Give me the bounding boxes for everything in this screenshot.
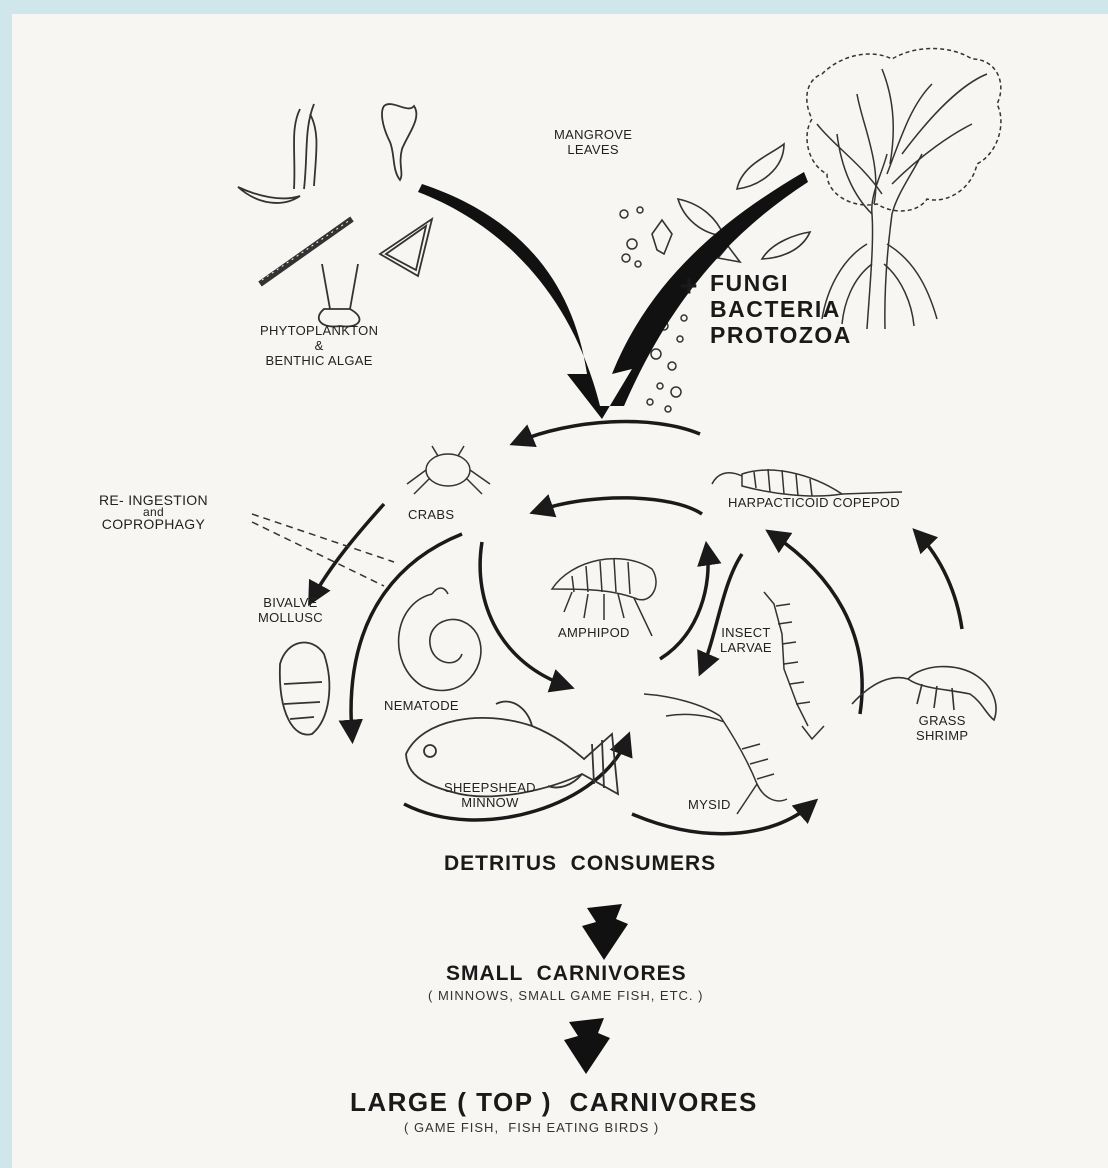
large-carnivores-examples: ( GAME FISH, FISH EATING BIRDS ) <box>404 1121 659 1136</box>
insect-larvae-label: INSECT LARVAE <box>720 626 772 656</box>
shrimp-sketch <box>852 667 996 720</box>
phytoplankton-label: PHYTOPLANKTON & BENTHIC ALGAE <box>260 324 378 369</box>
amphipod-label: AMPHIPOD <box>558 626 630 641</box>
small-carnivores-label: SMALL CARNIVORES <box>446 962 687 986</box>
crab-sketch <box>407 446 490 494</box>
plus-sign: + <box>680 270 698 304</box>
large-carnivores-label: LARGE ( TOP ) CARNIVORES <box>350 1088 758 1118</box>
cycle-arrows <box>312 422 962 834</box>
reingestion-label: RE- INGESTION and COPROPHAGY <box>99 494 208 530</box>
phytoplankton-sketches <box>238 104 432 327</box>
detritus-consumers-label: DETRITUS CONSUMERS <box>444 852 716 876</box>
sheepshead-minnow-label: SHEEPSHEAD MINNOW <box>444 781 536 811</box>
trophic-arrow-1 <box>582 904 628 960</box>
decomposers-label: FUNGI BACTERIA PROTOZOA <box>710 270 852 348</box>
mysid-sketch <box>644 694 787 814</box>
small-carnivores-examples: ( MINNOWS, SMALL GAME FISH, ETC. ) <box>428 989 703 1004</box>
diagram-paper: PHYTOPLANKTON & BENTHIC ALGAE MANGROVE L… <box>12 14 1108 1168</box>
grass-shrimp-label: GRASS SHRIMP <box>916 714 968 744</box>
copepod-sketch <box>712 469 902 496</box>
nematode-sketch <box>399 588 481 690</box>
insect-larva-sketch <box>764 592 824 739</box>
nematode-label: NEMATODE <box>384 699 459 714</box>
reingestion-dashes <box>252 514 394 586</box>
mysid-label: MYSID <box>688 798 731 813</box>
mangrove-leaves-label: MANGROVE LEAVES <box>554 128 632 158</box>
harpacticoid-copepod-label: HARPACTICOID COPEPOD <box>728 496 900 511</box>
bivalve-sketch <box>280 643 330 735</box>
bivalve-mollusc-label: BIVALVE MOLLUSC <box>258 596 323 626</box>
mangrove-leaf-sketches <box>652 144 810 262</box>
crabs-label: CRABS <box>408 508 454 523</box>
trophic-arrow-2 <box>564 1018 610 1074</box>
